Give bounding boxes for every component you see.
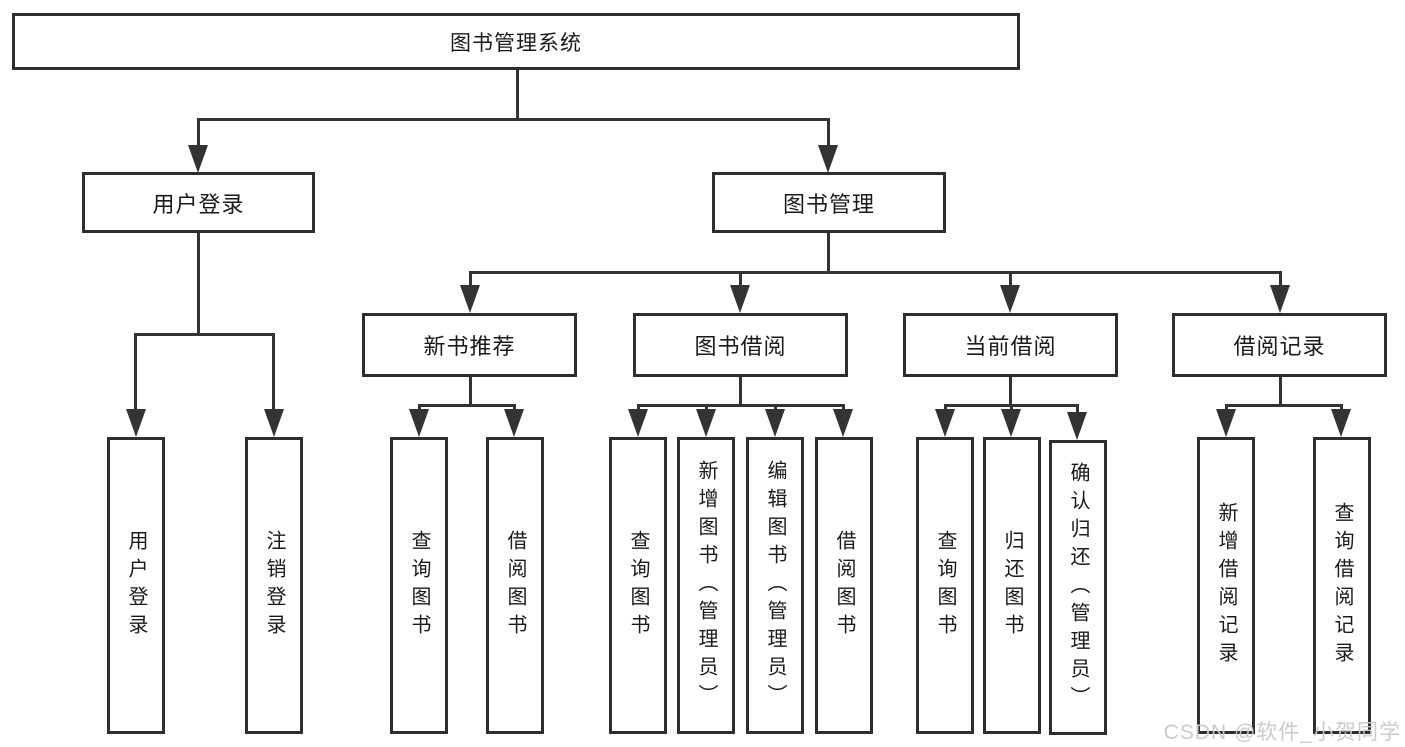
edge-drop-leaf xyxy=(705,404,708,411)
node-root: 图书管理系统 xyxy=(12,13,1020,70)
edge-user-login-stem xyxy=(197,233,200,335)
leaf-borrow-borrow-book: 借阅图书 xyxy=(815,437,873,734)
arrow-to-leaf xyxy=(409,409,429,437)
leaf-borrow-query-book: 查询图书 xyxy=(609,437,667,734)
edge-drop-level2 xyxy=(739,271,742,287)
edge-drop-level2 xyxy=(469,271,472,287)
arrow-to-records xyxy=(1270,285,1290,313)
leaf-records-add-record: 新增借阅记录 xyxy=(1197,437,1255,734)
edge-drop-book-mgmt xyxy=(827,118,830,146)
arrow-to-leaf xyxy=(126,409,146,437)
leaf-label: 借阅图书 xyxy=(504,529,526,642)
arrow-to-leaf xyxy=(1331,409,1351,437)
leaf-label: 确认归还（管理员） xyxy=(1067,461,1089,714)
edge-drop-leaf xyxy=(1340,404,1343,411)
edge-drop-leaf xyxy=(1076,404,1079,414)
leaf-records-query-record: 查询借阅记录 xyxy=(1313,437,1371,734)
node-new-book-recommend: 新书推荐 xyxy=(362,313,577,377)
arrow-to-leaf xyxy=(696,409,716,437)
leaf-label: 查询图书 xyxy=(408,529,430,642)
leaf-logout: 注销登录 xyxy=(245,437,303,734)
leaf-label: 用户登录 xyxy=(125,529,147,642)
edge-drop-user-login xyxy=(197,118,200,146)
arrow-to-borrow xyxy=(730,285,750,313)
edge-drop-leaf xyxy=(418,404,421,411)
leaf-recommend-borrow-book: 借阅图书 xyxy=(486,437,544,734)
node-user-login: 用户登录 xyxy=(82,172,315,233)
edge-drop-level2 xyxy=(1009,271,1012,287)
leaf-borrow-add-book-admin: 新增图书（管理员） xyxy=(677,437,735,734)
edge-current-stem xyxy=(1009,377,1012,406)
edge-borrow-stem xyxy=(739,377,742,406)
edge-book-mgmt-bar xyxy=(469,271,1282,274)
edge-drop-leaf xyxy=(513,404,516,411)
edge-drop-leaf xyxy=(774,404,777,411)
arrow-to-user-login xyxy=(188,145,208,173)
arrow-to-leaf xyxy=(1001,409,1021,437)
leaf-user-login: 用户登录 xyxy=(107,437,165,734)
edge-records-stem xyxy=(1279,377,1282,406)
node-borrow-records: 借阅记录 xyxy=(1172,313,1387,377)
edge-drop-level2 xyxy=(1279,271,1282,287)
edge-root-bar xyxy=(197,118,830,121)
node-book-borrow: 图书借阅 xyxy=(633,313,848,377)
arrow-to-leaf xyxy=(1216,409,1236,437)
edge-drop-leaf xyxy=(944,404,947,411)
csdn-watermark: CSDN @软件_小贺同学 xyxy=(1163,721,1401,744)
arrow-to-book-mgmt xyxy=(818,145,838,173)
node-book-mgmt: 图书管理 xyxy=(712,172,946,233)
arrow-to-leaf xyxy=(1067,412,1087,440)
edge-recommend-stem xyxy=(469,377,472,406)
arrow-to-recommend xyxy=(460,285,480,313)
arrow-to-leaf xyxy=(833,409,853,437)
edge-root-stem xyxy=(516,70,519,120)
leaf-borrow-edit-book-admin: 编辑图书（管理员） xyxy=(746,437,804,734)
edge-drop-leaf xyxy=(842,404,845,411)
leaf-current-query-book: 查询图书 xyxy=(916,437,974,734)
leaf-label: 查询图书 xyxy=(934,529,956,642)
leaf-label: 编辑图书（管理员） xyxy=(764,459,786,712)
edge-drop-leaf xyxy=(1225,404,1228,411)
node-current-borrow: 当前借阅 xyxy=(903,313,1118,377)
edge-drop-leaf xyxy=(637,404,640,411)
arrow-to-leaf xyxy=(628,409,648,437)
leaf-current-return-book: 归还图书 xyxy=(983,437,1041,734)
leaf-label: 借阅图书 xyxy=(833,529,855,642)
edge-borrow-bar xyxy=(637,404,845,407)
leaf-label: 查询图书 xyxy=(627,529,649,642)
edge-drop-leaf xyxy=(272,333,275,409)
arrow-to-leaf xyxy=(935,409,955,437)
edge-user-login-bar xyxy=(134,333,274,336)
leaf-label: 新增借阅记录 xyxy=(1215,501,1237,670)
arrow-to-leaf xyxy=(765,409,785,437)
arrow-to-leaf xyxy=(264,409,284,437)
arrow-to-current xyxy=(1000,285,1020,313)
leaf-current-confirm-return-admin: 确认归还（管理员） xyxy=(1049,440,1107,735)
edge-book-mgmt-stem xyxy=(827,233,830,273)
edge-records-bar xyxy=(1225,404,1343,407)
leaf-label: 注销登录 xyxy=(263,529,285,642)
leaf-label: 新增图书（管理员） xyxy=(695,459,717,712)
leaf-label: 归还图书 xyxy=(1001,529,1023,642)
leaf-recommend-query-book: 查询图书 xyxy=(390,437,448,734)
arrow-to-leaf xyxy=(504,409,524,437)
edge-drop-leaf xyxy=(134,333,137,409)
leaf-label: 查询借阅记录 xyxy=(1331,501,1353,670)
edge-drop-leaf xyxy=(1010,404,1013,411)
edge-recommend-bar xyxy=(418,404,516,407)
